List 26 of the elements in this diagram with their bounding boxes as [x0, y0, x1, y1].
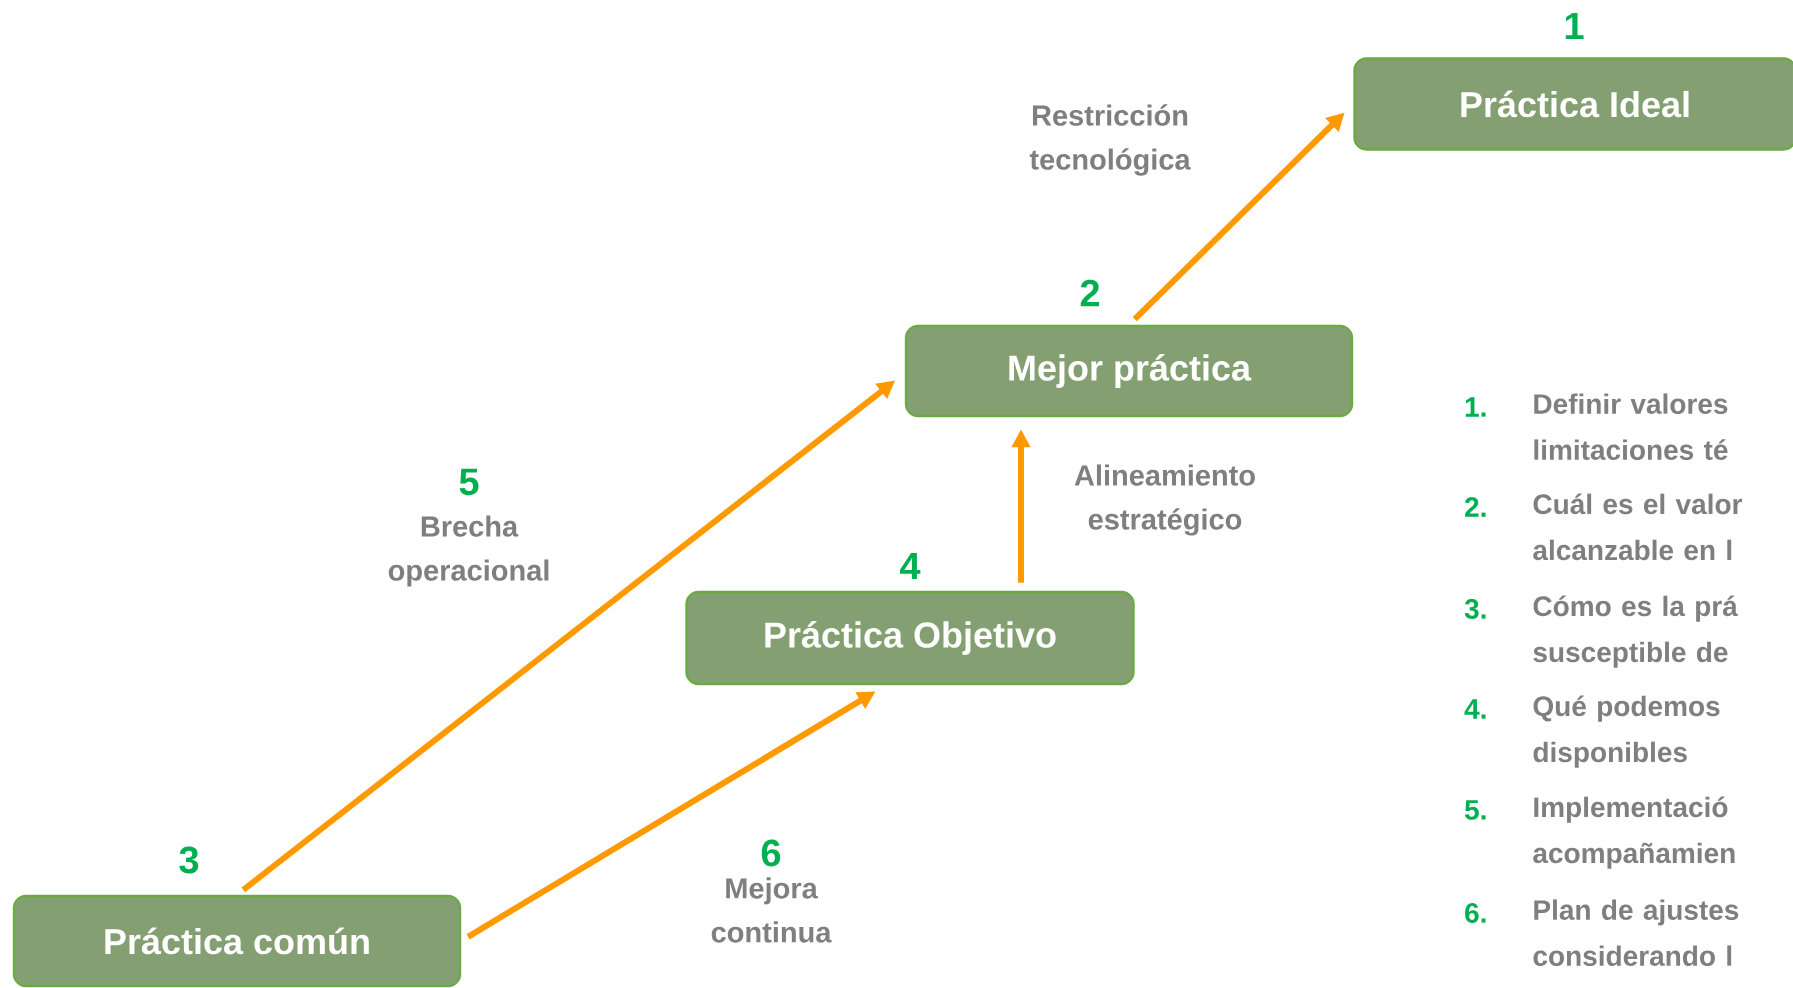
- list-number: 5.: [1464, 800, 1486, 820]
- list-number: 1.: [1465, 397, 1486, 417]
- step-number: 6: [761, 839, 781, 867]
- step-number: 3: [179, 846, 199, 874]
- process-box: Práctica Ideal: [1353, 57, 1793, 151]
- process-box: Práctica común: [12, 894, 462, 988]
- list-item: Cuál es el valor alcanzable en l: [1533, 493, 1743, 561]
- process-box: Práctica Objetivo: [685, 590, 1135, 686]
- list-number: 2.: [1465, 497, 1486, 517]
- edge-label: Restricción tecnológica: [1029, 104, 1191, 176]
- step-number: 5: [459, 468, 479, 496]
- list-item: Plan de ajustes considerando l: [1533, 899, 1739, 966]
- list-item: Definir valores limitaciones té: [1534, 393, 1728, 460]
- list-number: 3.: [1464, 599, 1486, 619]
- process-box: Mejor práctica: [904, 324, 1354, 418]
- list-item: Qué podemos disponibles: [1533, 695, 1720, 768]
- list-number: 6.: [1465, 903, 1486, 923]
- step-number: 4: [900, 552, 921, 580]
- list-item: Cómo es la prá susceptible de: [1533, 595, 1738, 668]
- step-number: 1: [1565, 12, 1584, 40]
- edge-label: Brecha operacional: [388, 515, 549, 587]
- step-number: 2: [1080, 279, 1100, 307]
- edge-label: Alineamiento estratégico: [1074, 464, 1255, 536]
- edge-label: Mejora continua: [711, 877, 832, 943]
- list-number: 4.: [1464, 699, 1486, 719]
- list-item: Implementació acompañamien: [1533, 796, 1735, 869]
